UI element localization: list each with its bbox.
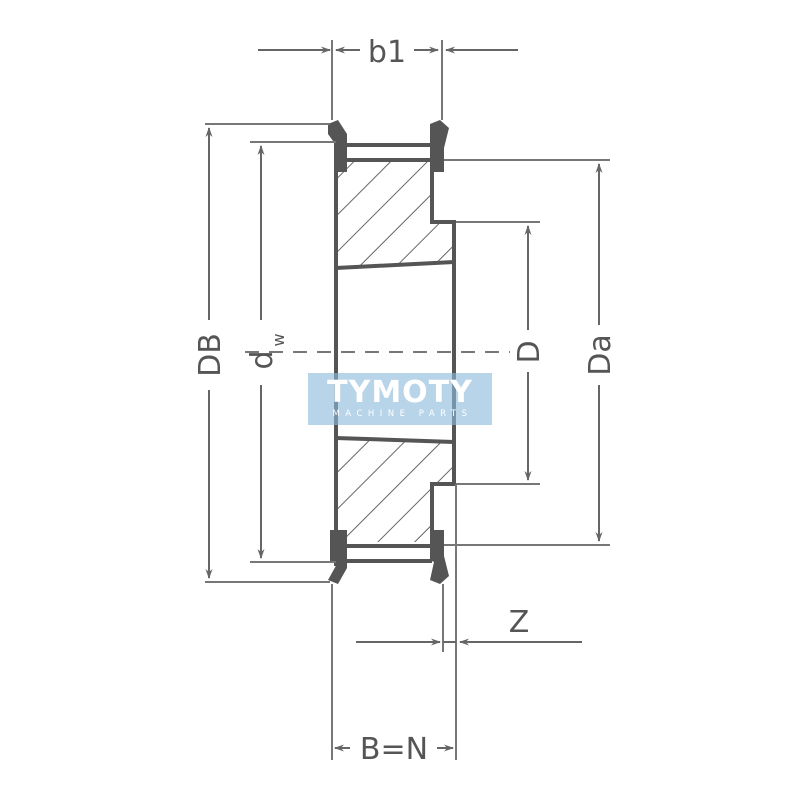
pulley-body-outline <box>334 140 456 566</box>
flange-bottom-right <box>430 530 449 584</box>
label-Da: Da <box>583 334 618 375</box>
label-dw: d w <box>245 333 288 369</box>
flange-top-left <box>328 120 347 172</box>
label-b1: b1 <box>368 35 406 70</box>
extension-lines <box>205 40 610 760</box>
label-Z: Z <box>509 605 530 640</box>
svg-text:w: w <box>269 333 288 346</box>
label-D: D <box>512 340 547 363</box>
svg-text:d: d <box>245 350 280 369</box>
hatched-section-upper <box>338 162 452 270</box>
flange-top-right <box>430 120 449 172</box>
hatched-section-lower <box>338 438 452 542</box>
flange-bottom-left <box>328 530 347 584</box>
label-BN: B=N <box>360 732 428 767</box>
label-DB: DB <box>193 333 228 377</box>
